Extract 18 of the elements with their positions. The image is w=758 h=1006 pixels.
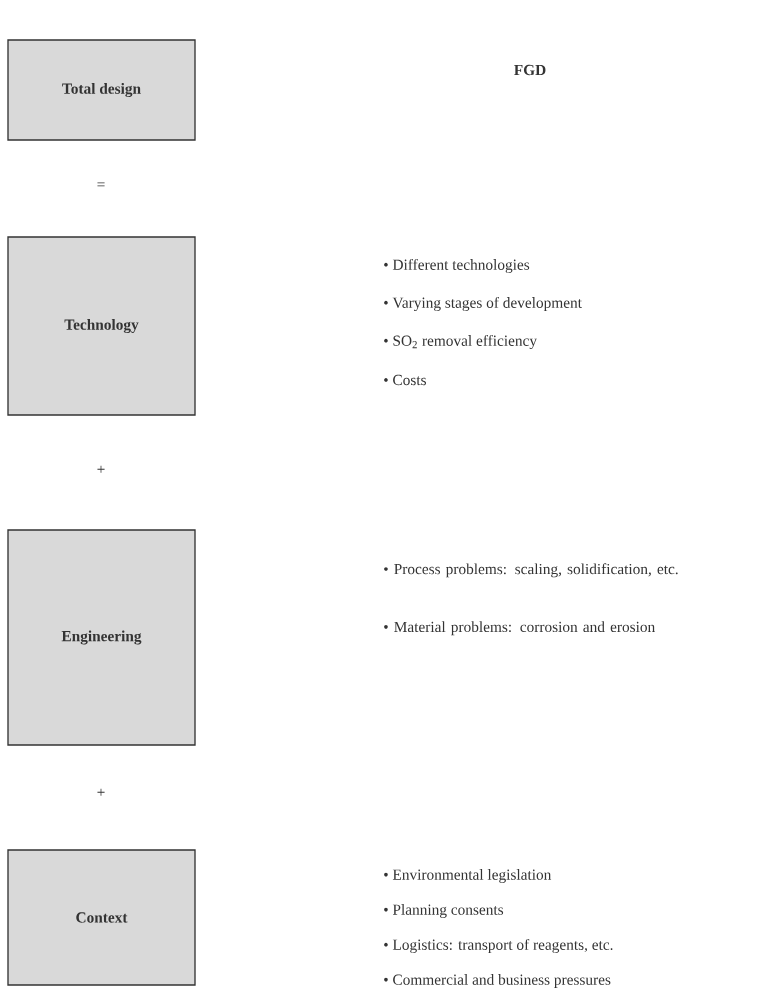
heading: FGD — [514, 64, 546, 76]
bullet-item: • Environmental legislation — [384, 869, 552, 883]
concept-box: Engineering — [7, 529, 196, 746]
bullet-item: • Logistics: transport of reagents, etc. — [384, 938, 613, 954]
concept-box: Technology — [7, 236, 196, 416]
bullet-item: • Material problems: corrosion and erosion — [384, 621, 655, 636]
bullet-item: • Costs — [384, 374, 426, 386]
operator-sign: + — [97, 465, 105, 473]
concept-box: Context — [7, 849, 196, 986]
bullet-item: • Commercial and business pressures — [384, 974, 611, 988]
bullet-item: • Different technologies — [384, 258, 530, 274]
concept-box: Total design — [7, 39, 196, 141]
operator-sign: = — [97, 182, 105, 187]
bullet-item: • Varying stages of development — [384, 296, 582, 312]
bullet-item: • SO$_{2}$ removal efficiency — [384, 334, 537, 350]
operator-sign: + — [97, 788, 105, 796]
bullet-item: • Planning consents — [384, 904, 504, 918]
bullet-item: • Process problems: scaling, solidification, etc. — [384, 563, 678, 578]
